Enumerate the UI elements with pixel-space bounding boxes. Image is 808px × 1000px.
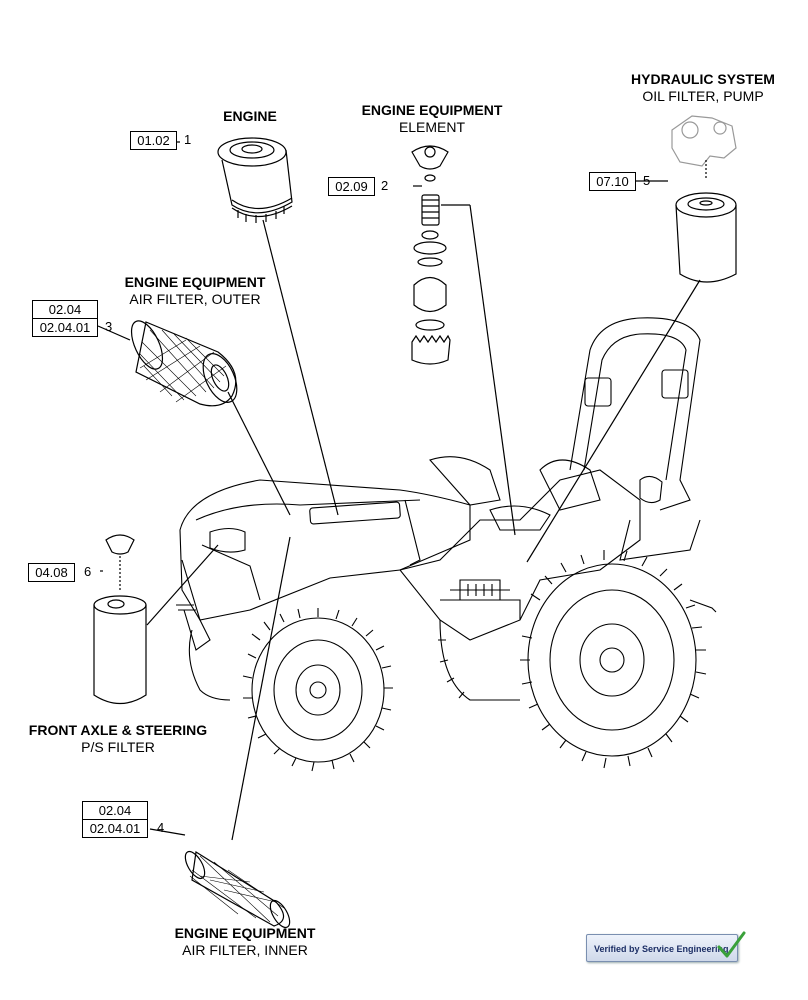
ps-filter-title: FRONT AXLE & STEERING P/S FILTER: [18, 722, 218, 756]
air-outer-subtitle-text: AIR FILTER, OUTER: [129, 291, 261, 307]
engine-title-text: ENGINE: [223, 108, 277, 124]
ps-filter-title-text: FRONT AXLE & STEERING: [28, 722, 208, 738]
leader-lines: [97, 141, 701, 841]
ps-filter-subtitle-text: P/S FILTER: [81, 739, 155, 755]
tractor-illustration: [176, 317, 717, 772]
air-inner-title: ENGINE EQUIPMENT AIR FILTER, INNER: [160, 925, 330, 959]
element-ref-box[interactable]: 02.09: [328, 177, 375, 196]
oil-filter-icon: [217, 137, 293, 223]
hydraulic-filter-body: [675, 192, 737, 283]
air-outer-ref-box-1[interactable]: 02.04: [32, 300, 98, 319]
air-filter-outer-icon: [130, 320, 238, 407]
filter-element-icon: [411, 145, 451, 365]
air-inner-ref-box-1[interactable]: 02.04: [82, 801, 148, 820]
engine-callout-number: 1: [184, 132, 192, 147]
hydraulic-title-text: HYDRAULIC SYSTEM: [631, 71, 775, 87]
hydraulic-filter-icon: [671, 115, 737, 180]
engine-title: ENGINE: [210, 108, 290, 125]
ps-filter-icon: [93, 534, 147, 705]
air-inner-title-text: ENGINE EQUIPMENT: [174, 925, 316, 941]
ps-filter-callout-number: 6: [84, 564, 92, 579]
ps-filter-ref-box[interactable]: 04.08: [28, 563, 75, 582]
hydraulic-ref-box[interactable]: 07.10: [589, 172, 636, 191]
air-filter-inner-icon: [184, 850, 291, 929]
air-inner-ref-box-2[interactable]: 02.04.01: [82, 819, 148, 838]
air-inner-callout-number: 4: [157, 820, 165, 835]
air-outer-title-text: ENGINE EQUIPMENT: [124, 274, 266, 290]
hydraulic-subtitle-text: OIL FILTER, PUMP: [642, 88, 764, 104]
air-inner-subtitle-text: AIR FILTER, INNER: [182, 942, 308, 958]
verified-badge-text: Verified by Service Engineering: [594, 944, 729, 954]
element-title-text: ENGINE EQUIPMENT: [361, 102, 503, 118]
engine-ref-box[interactable]: 01.02: [130, 131, 177, 150]
air-outer-title: ENGINE EQUIPMENT AIR FILTER, OUTER: [110, 274, 280, 308]
air-outer-ref-box-2[interactable]: 02.04.01: [32, 318, 98, 337]
element-callout-number: 2: [381, 178, 389, 193]
hydraulic-title: HYDRAULIC SYSTEM OIL FILTER, PUMP: [618, 71, 788, 105]
hydraulic-callout-number: 5: [643, 173, 651, 188]
element-subtitle-text: ELEMENT: [398, 119, 466, 135]
verified-badge: Verified by Service Engineering: [586, 934, 738, 962]
check-mark-icon: [717, 931, 746, 958]
air-outer-callout-number: 3: [105, 319, 113, 334]
element-title: ENGINE EQUIPMENT ELEMENT: [352, 102, 512, 136]
